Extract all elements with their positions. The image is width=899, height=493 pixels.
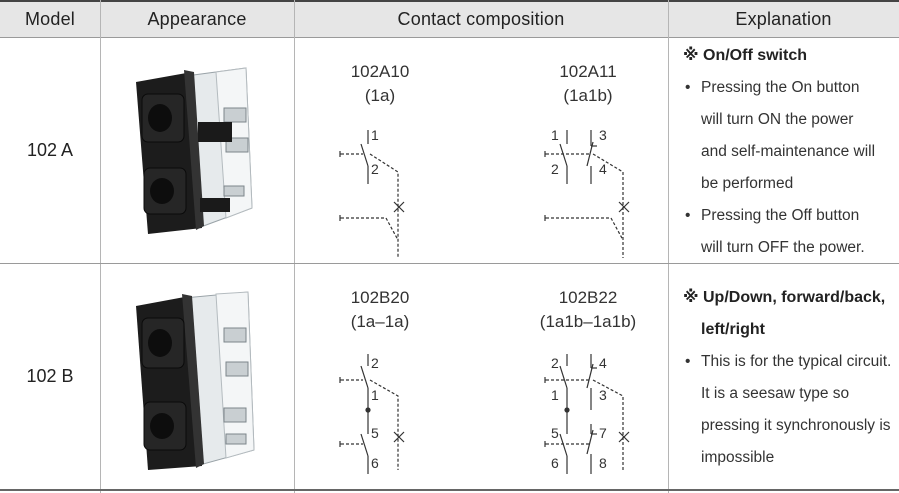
contact-code-label: 102A11 bbox=[559, 62, 617, 81]
terminal-label: 3 bbox=[599, 387, 607, 403]
bullet-text: and self-maintenance will bbox=[701, 143, 876, 160]
contact-diagram-102a11: 1 3 2 4 bbox=[544, 127, 630, 258]
model-cell-102b: 102 B bbox=[26, 366, 74, 386]
terminal-label: 1 bbox=[371, 387, 379, 403]
terminal-label: 2 bbox=[371, 161, 379, 177]
contact-code-102b22: 102B22 (1a1b–1a1b) bbox=[522, 286, 654, 334]
terminal-label: 8 bbox=[599, 455, 607, 471]
contact-diagram-102a10: 1 2 bbox=[339, 127, 405, 258]
bullet-text: be performed bbox=[701, 175, 794, 192]
bullet-text: pressing it synchronously is bbox=[701, 417, 891, 434]
contact-code-label: 102B22 bbox=[558, 288, 618, 307]
contact-diagram-102b22: 2 4 1 3 5 7 6 8 bbox=[544, 354, 630, 474]
bullet-dot: • bbox=[685, 79, 691, 96]
table-bottom-border bbox=[0, 489, 899, 491]
model-cell-102a: 102 A bbox=[26, 140, 74, 160]
bullet-text: will turn OFF the power. bbox=[701, 239, 865, 256]
explanation-title: ※ On/Off switch bbox=[683, 47, 807, 64]
header-appearance: Appearance bbox=[100, 0, 294, 38]
contact-code-label: 102A10 bbox=[350, 62, 410, 81]
column-divider bbox=[100, 0, 101, 493]
contact-code-102a11: 102A11 (1a1b) bbox=[528, 60, 648, 108]
header-contact-composition: Contact composition bbox=[294, 0, 668, 38]
row-divider bbox=[0, 263, 899, 264]
terminal-label: 4 bbox=[599, 161, 607, 177]
bullet-dot: • bbox=[685, 207, 691, 224]
explanation-102b: ※ Up/Down, forward/back, left/right • Th… bbox=[683, 282, 895, 474]
terminal-label: 4 bbox=[599, 355, 607, 371]
switch-photo-102a bbox=[136, 67, 253, 234]
header-explanation: Explanation bbox=[668, 0, 899, 38]
explanation-title: ※ Up/Down, forward/back, bbox=[683, 289, 886, 306]
explanation-102a: ※ On/Off switch • Pressing the On button… bbox=[683, 40, 895, 264]
contact-diagram-102b20: 2 1 5 6 bbox=[339, 354, 405, 474]
terminal-label: 5 bbox=[551, 425, 559, 441]
bullet-text: impossible bbox=[701, 449, 775, 466]
explanation-bullet: • Pressing the On button bbox=[683, 72, 895, 104]
contact-code-type: (1a) bbox=[364, 86, 396, 105]
terminal-label: 6 bbox=[551, 455, 559, 471]
bullet-text: It is a seesaw type so bbox=[701, 385, 850, 402]
terminal-label: 1 bbox=[551, 127, 559, 143]
bullet-text: will turn ON the power bbox=[701, 111, 854, 128]
terminal-label: 3 bbox=[599, 127, 607, 143]
contact-code-102b20: 102B20 (1a–1a) bbox=[320, 286, 440, 334]
terminal-label: 2 bbox=[551, 161, 559, 177]
terminal-label: 7 bbox=[599, 425, 607, 441]
terminal-label: 5 bbox=[371, 425, 379, 441]
contact-code-type: (1a1b–1a1b) bbox=[539, 312, 637, 331]
terminal-label: 6 bbox=[371, 455, 379, 471]
column-divider bbox=[668, 0, 669, 493]
contact-code-type: (1a–1a) bbox=[350, 312, 410, 331]
switch-photo-102b bbox=[136, 291, 255, 470]
terminal-label: 2 bbox=[371, 355, 379, 371]
explanation-bullet: • This is for the typical circuit. bbox=[683, 346, 895, 378]
bullet-text: Pressing the Off button bbox=[701, 207, 860, 224]
contact-code-label: 102B20 bbox=[350, 288, 410, 307]
terminal-label: 1 bbox=[371, 127, 379, 143]
column-divider bbox=[294, 0, 295, 493]
header-model: Model bbox=[0, 0, 100, 38]
contact-code-type: (1a1b) bbox=[563, 86, 613, 105]
terminal-label: 2 bbox=[551, 355, 559, 371]
explanation-title: left/right bbox=[701, 321, 765, 338]
bullet-text: This is for the typical circuit. bbox=[701, 353, 892, 370]
explanation-bullet: • Pressing the Off button bbox=[683, 200, 895, 232]
terminal-label: 1 bbox=[551, 387, 559, 403]
bullet-dot: • bbox=[685, 353, 691, 370]
contact-code-102a10: 102A10 (1a) bbox=[320, 60, 440, 108]
bullet-text: Pressing the On button bbox=[701, 79, 860, 96]
